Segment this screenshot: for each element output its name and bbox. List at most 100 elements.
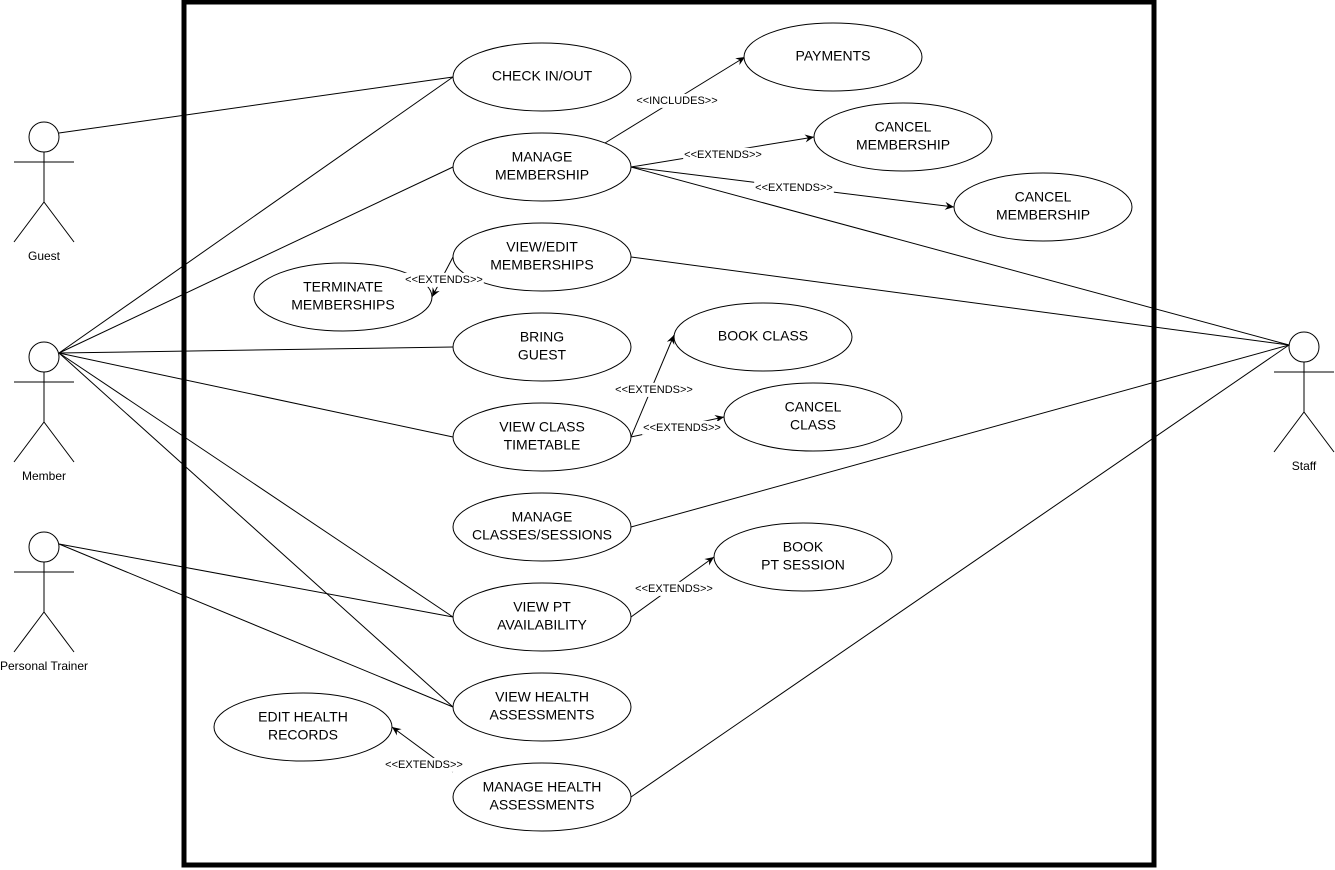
association-staff-viewedit	[630, 256, 1290, 346]
use-case-label: MANAGE	[512, 149, 573, 165]
actor-member[interactable]: Member	[13, 341, 75, 483]
actor-label: Personal Trainer	[0, 659, 88, 673]
connector-layer	[58, 56, 1290, 798]
actor-label: Staff	[1292, 459, 1317, 473]
use-case-bringguest[interactable]: BRING GUEST	[452, 312, 632, 382]
use-case-managemem[interactable]: MANAGE MEMBERSHIP	[452, 132, 632, 202]
use-case-label: MANAGE	[512, 509, 573, 525]
use-case-label: CLASSES/SESSIONS	[472, 527, 612, 543]
use-case-ellipse	[253, 262, 433, 332]
stereotype-label-background	[642, 420, 722, 435]
use-case-ellipse	[452, 492, 632, 562]
use-case-viewclass[interactable]: VIEW CLASS TIMETABLE	[452, 402, 632, 472]
stereotype-label-background	[634, 581, 714, 596]
use-case-ellipse	[452, 42, 632, 112]
stereotype-label-background	[683, 147, 763, 162]
stereotype-label: <<EXTENDS>>	[755, 182, 833, 194]
use-case-ellipse	[723, 382, 903, 452]
use-case-ellipse	[953, 172, 1133, 242]
use-case-label: MEMBERSHIP	[856, 137, 950, 153]
use-case-bookclass[interactable]: BOOK CLASS	[673, 302, 853, 372]
association-trainer-viewpt	[58, 543, 454, 618]
use-case-ellipse	[452, 402, 632, 472]
stereotype-label-background	[635, 93, 719, 108]
use-case-managehealth[interactable]: MANAGE HEALTH ASSESSMENTS	[452, 762, 632, 832]
association-member-viewpt	[58, 352, 454, 618]
stereotype-label: <<EXTENDS>>	[684, 149, 762, 161]
use-case-label: VIEW/EDIT	[506, 239, 578, 255]
use-case-label: TIMETABLE	[504, 437, 581, 453]
stereotype-label-background	[614, 382, 694, 397]
use-case-label: ASSESSMENTS	[489, 707, 594, 723]
use-case-label: MANAGE HEALTH	[483, 779, 602, 795]
stereotype-label: <<EXTENDS>>	[635, 583, 713, 595]
stereotype-label: <<INCLUDES>>	[636, 95, 717, 107]
use-case-label: ASSESSMENTS	[489, 797, 594, 813]
use-case-ellipse	[452, 132, 632, 202]
actor-staff[interactable]: Staff	[1273, 331, 1335, 473]
use-case-label: CHECK IN/OUT	[492, 68, 593, 84]
association-member-viewhealth	[58, 352, 454, 708]
stereotype-label: <<EXTENDS>>	[643, 422, 721, 434]
stereotype-label: <<EXTENDS>>	[385, 759, 463, 771]
use-case-label: BRING	[520, 329, 564, 345]
association-trainer-viewhealth	[58, 543, 454, 708]
stereotype-label-background	[384, 757, 464, 772]
association-member-managemem	[58, 166, 454, 354]
actor-stick-figure-icon	[13, 121, 75, 243]
association-guest-checkin	[58, 76, 454, 134]
use-case-bookpt[interactable]: BOOK PT SESSION	[713, 522, 893, 592]
use-case-label: CANCEL	[1015, 189, 1072, 205]
use-case-ellipse	[452, 312, 632, 382]
use-case-label: GUEST	[518, 347, 567, 363]
use-case-label: MEMBERSHIPS	[490, 257, 593, 273]
use-case-layer: CHECK IN/OUTPAYMENTSMANAGEMEMBERSHIPCANC…	[213, 22, 1133, 832]
use-case-payments[interactable]: PAYMENTS	[743, 22, 923, 92]
use-case-viewpt[interactable]: VIEW PT AVAILABILITY	[452, 582, 632, 652]
actor-label: Member	[22, 469, 66, 483]
use-case-label: CANCEL	[785, 399, 842, 415]
system-boundary	[181, 0, 1157, 868]
association-staff-managemem	[630, 166, 1290, 346]
use-case-label: MEMBERSHIP	[495, 167, 589, 183]
use-case-ellipse	[213, 692, 393, 762]
use-case-label: PT SESSION	[761, 557, 845, 573]
use-case-label: VIEW CLASS	[499, 419, 585, 435]
use-case-label: VIEW PT	[513, 599, 571, 615]
use-case-ellipse	[452, 672, 632, 742]
actor-label: Guest	[28, 249, 61, 263]
use-case-viewhealth[interactable]: VIEW HEALTH ASSESSMENTS	[452, 672, 632, 742]
stereotype-label: <<EXTENDS>>	[405, 274, 483, 286]
association-staff-managehealth	[630, 344, 1290, 798]
association-member-bringguest	[58, 346, 454, 354]
actor-stick-figure-icon	[13, 341, 75, 463]
association-member-checkin	[58, 76, 454, 354]
use-case-cancelclass[interactable]: CANCEL CLASS	[723, 382, 903, 452]
association-member-viewclass	[58, 352, 454, 438]
use-case-ellipse	[713, 522, 893, 592]
stereotype-label-layer: <<INCLUDES>> <<EXTENDS>> <<EXTENDS>> <<EXTE…	[384, 93, 834, 772]
use-case-viewedit[interactable]: VIEW/EDIT MEMBERSHIPS	[452, 222, 632, 292]
use-case-ellipse	[452, 582, 632, 652]
use-case-ellipse	[452, 762, 632, 832]
use-case-label: VIEW HEALTH	[495, 689, 589, 705]
use-case-label: BOOK CLASS	[718, 328, 808, 344]
use-case-checkin[interactable]: CHECK IN/OUT	[452, 42, 632, 112]
use-case-manageclasses[interactable]: MANAGE CLASSES/SESSIONS	[452, 492, 632, 562]
actor-guest[interactable]: Guest	[13, 121, 75, 263]
actor-stick-figure-icon	[1273, 331, 1335, 453]
actor-trainer[interactable]: Personal Trainer	[0, 531, 88, 673]
stereotype-label-background	[754, 180, 834, 195]
use-case-label: AVAILABILITY	[497, 617, 587, 633]
use-case-label: CLASS	[790, 417, 836, 433]
association-staff-manageclasses	[630, 344, 1290, 528]
use-case-label: BOOK	[783, 539, 824, 555]
use-case-ellipse	[813, 102, 993, 172]
use-case-label: EDIT HEALTH	[258, 709, 348, 725]
